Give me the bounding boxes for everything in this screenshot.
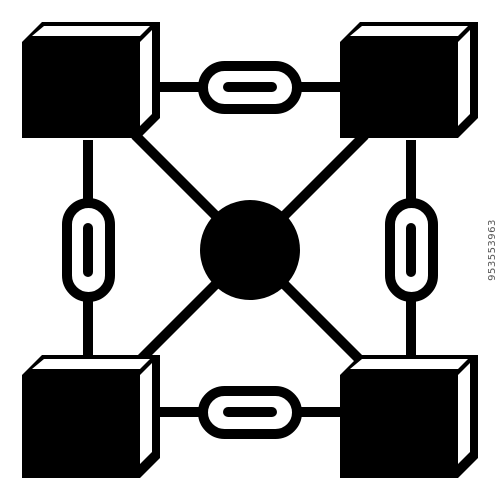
chain-link-left-icon [62, 198, 115, 302]
connector-bottom-left [131, 281, 219, 369]
connector-bottom-right [281, 281, 369, 369]
cube-bottom-left-icon [22, 355, 160, 478]
cube-top-left-icon [22, 22, 160, 138]
cube-top-right-icon [340, 22, 478, 138]
chain-link-top-icon [198, 61, 302, 114]
chain-link-right-icon [385, 198, 438, 302]
connector-top-left [131, 131, 219, 219]
diagonal-connectors [131, 131, 369, 369]
chain-link-bottom-icon [198, 386, 302, 439]
connector-top-right [281, 131, 369, 219]
central-hub-node [200, 200, 300, 300]
cube-bottom-right-icon [340, 355, 478, 478]
stock-id-watermark: 953553963 [487, 219, 498, 281]
